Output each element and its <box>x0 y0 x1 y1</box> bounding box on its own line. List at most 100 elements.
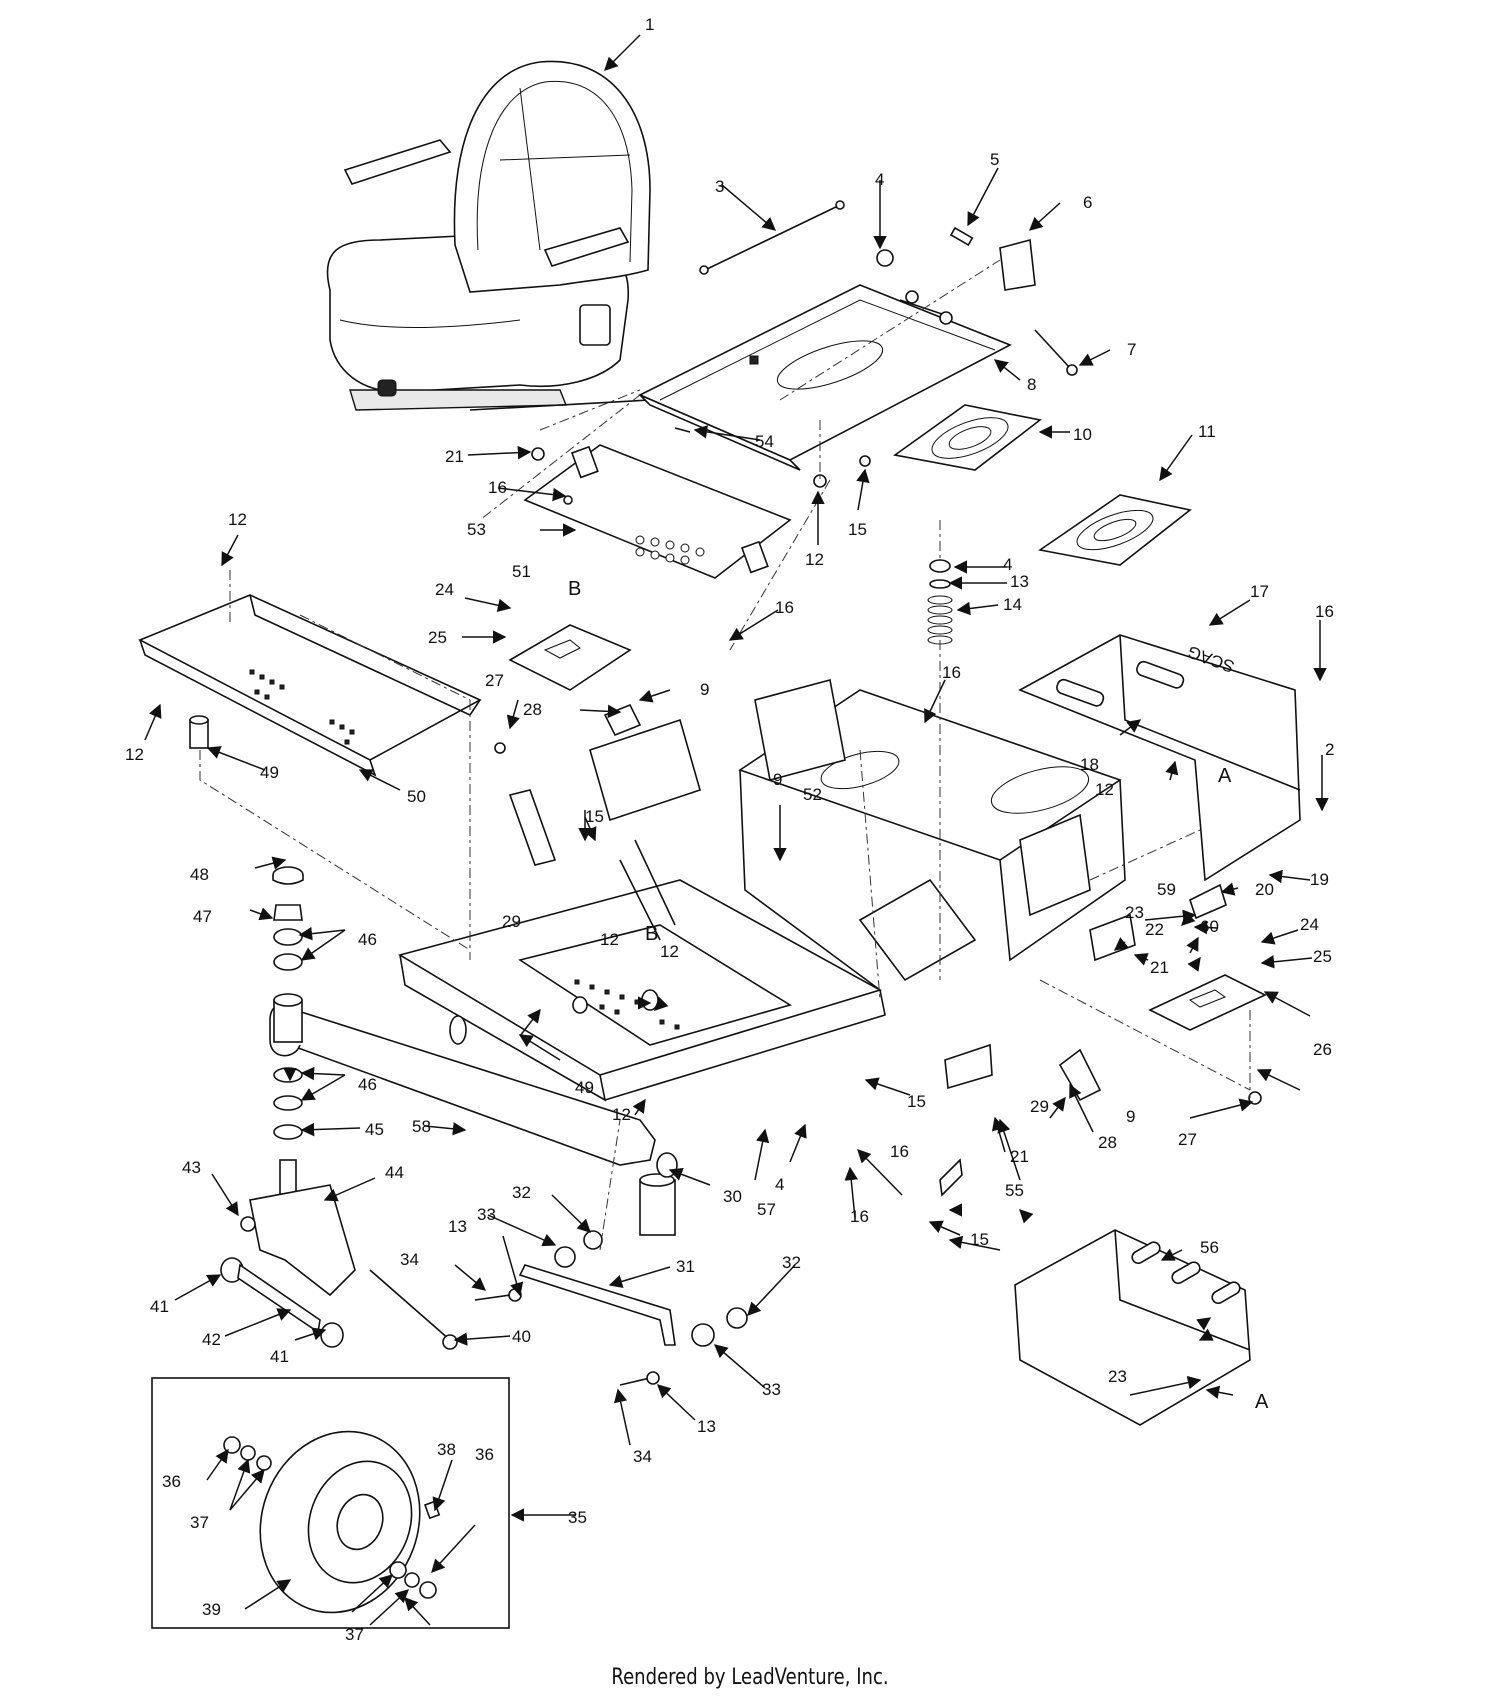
callout-12: 12 <box>125 745 144 764</box>
callout-25: 25 <box>1313 947 1332 966</box>
callout-42: 42 <box>202 1330 221 1349</box>
hardware-top <box>531 200 1078 505</box>
callout-57: 57 <box>757 1200 776 1219</box>
callout-36: 36 <box>162 1472 181 1491</box>
callout-10: 10 <box>1073 425 1092 444</box>
callout-2: 2 <box>1325 740 1334 759</box>
callout-11: 11 <box>1198 422 1216 441</box>
callout-25: 25 <box>428 628 447 647</box>
callout-12: 12 <box>228 510 247 529</box>
callout-3: 3 <box>715 177 724 196</box>
footer-credit: Rendered by LeadVenture, Inc. <box>611 1665 889 1690</box>
callout-4: 4 <box>775 1175 784 1194</box>
callout-20: 20 <box>1255 880 1274 899</box>
mount-plate-10 <box>893 404 1042 471</box>
callout-13: 13 <box>697 1417 716 1436</box>
callout-54: 54 <box>755 432 774 451</box>
callout-35: 35 <box>568 1508 587 1527</box>
caster-yoke <box>220 1184 458 1350</box>
callout-8: 8 <box>1027 375 1036 394</box>
callout-52: 52 <box>803 785 822 804</box>
callout-12: 12 <box>600 930 619 949</box>
callout-59: 59 <box>1157 880 1176 899</box>
callout-24: 24 <box>1300 915 1319 934</box>
callout-40: 40 <box>512 1327 531 1346</box>
callout-13: 13 <box>1010 572 1029 591</box>
callout-49: 49 <box>260 763 279 782</box>
callout-49: 49 <box>575 1078 594 1097</box>
callout-36: 36 <box>475 1445 494 1464</box>
callout-28: 28 <box>1098 1133 1117 1152</box>
callout-29: 29 <box>1030 1097 1049 1116</box>
label-A: A <box>1255 1391 1269 1413</box>
callout-47: 47 <box>193 907 212 926</box>
callout-16: 16 <box>942 663 961 682</box>
mount-plate-11 <box>1037 494 1192 566</box>
callout-4: 4 <box>875 170 884 189</box>
callout-33: 33 <box>762 1380 781 1399</box>
main-frame <box>397 679 1126 1102</box>
callout-16: 16 <box>1315 602 1334 621</box>
linkage-bar <box>474 1230 748 1386</box>
callout-45: 45 <box>365 1120 384 1139</box>
callout-37: 37 <box>345 1625 364 1644</box>
callout-12: 12 <box>805 550 824 569</box>
callout-46: 46 <box>358 1075 377 1094</box>
callout-28: 28 <box>523 700 542 719</box>
callout-26: 26 <box>1313 1040 1332 1059</box>
callout-48: 48 <box>190 865 209 884</box>
callout-60: 60 <box>1200 917 1219 936</box>
label-B: B <box>568 578 581 600</box>
callout-29: 29 <box>502 912 521 931</box>
label-B: B <box>645 923 658 945</box>
callout-16: 16 <box>488 478 507 497</box>
callout-55: 55 <box>1005 1181 1024 1200</box>
callout-53: 53 <box>467 520 486 539</box>
wheel-inset <box>151 1377 510 1629</box>
callout-16: 16 <box>890 1142 909 1161</box>
callout-7: 7 <box>1127 340 1136 359</box>
floor-plate-26 <box>1148 974 1267 1031</box>
callout-50: 50 <box>407 787 426 806</box>
callout-19: 19 <box>1310 870 1329 889</box>
callout-9: 9 <box>773 770 782 789</box>
callout-41: 41 <box>270 1347 289 1366</box>
callout-15: 15 <box>848 520 867 539</box>
callout-51: 51 <box>512 562 531 581</box>
callout-12: 12 <box>612 1105 631 1124</box>
callout-33: 33 <box>477 1205 496 1224</box>
callout-9: 9 <box>700 680 709 699</box>
callout-12: 12 <box>1095 780 1114 799</box>
foot-pan <box>138 594 482 777</box>
callout-58: 58 <box>412 1117 431 1136</box>
callout-30: 30 <box>723 1187 742 1206</box>
callout-38: 38 <box>437 1440 456 1459</box>
seat-assembly <box>326 60 651 411</box>
callout-32: 32 <box>782 1253 801 1272</box>
callout-16: 16 <box>850 1207 869 1226</box>
callout-15: 15 <box>585 807 604 826</box>
callout-labels: 1 2 3 4 4 4 5 6 7 8 9 9 9 10 11 12 12 12… <box>125 15 1334 1644</box>
seat-mount-plate <box>638 284 1012 471</box>
floor-plate-51 <box>508 624 632 691</box>
caster-stack <box>272 866 304 1201</box>
seat-rail-plate <box>523 444 792 579</box>
callout-22: 22 <box>1145 920 1164 939</box>
leader-arrows <box>144 34 1329 1626</box>
callout-13: 13 <box>448 1217 467 1236</box>
callout-9: 9 <box>1126 1107 1135 1126</box>
callout-39: 39 <box>202 1600 221 1619</box>
callout-4: 4 <box>1003 555 1012 574</box>
callout-27: 27 <box>485 671 504 690</box>
callout-1: 1 <box>645 15 654 34</box>
callout-18: 18 <box>1080 755 1099 774</box>
callout-46: 46 <box>358 930 377 949</box>
callout-5: 5 <box>990 150 999 169</box>
label-A: A <box>1218 765 1232 787</box>
callout-21: 21 <box>1010 1147 1029 1166</box>
callout-37: 37 <box>190 1513 209 1532</box>
callout-16: 16 <box>775 598 794 617</box>
callout-43: 43 <box>182 1158 201 1177</box>
callout-6: 6 <box>1083 193 1092 212</box>
